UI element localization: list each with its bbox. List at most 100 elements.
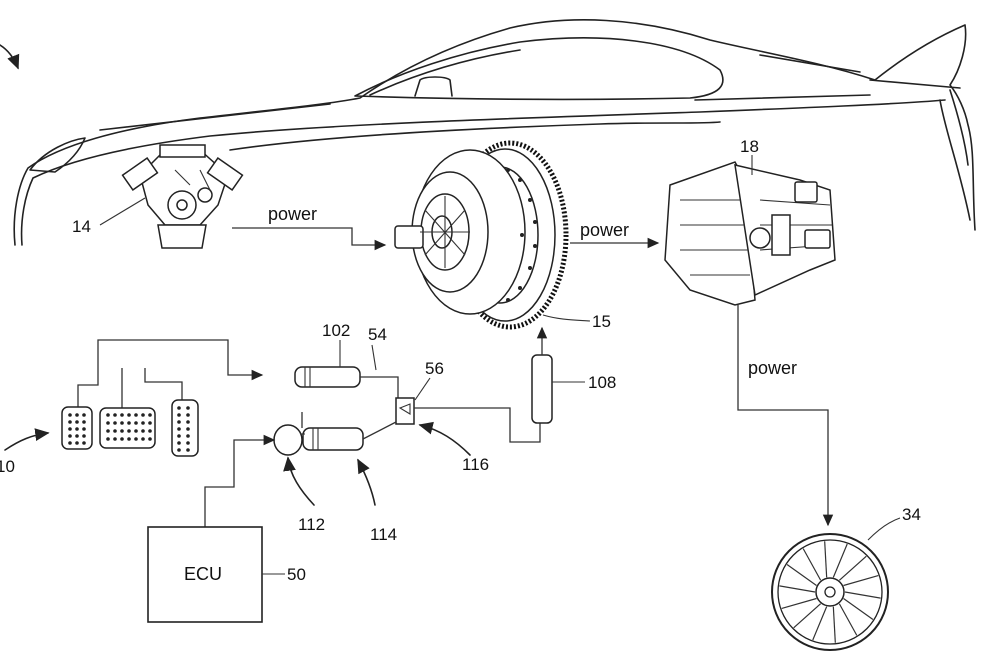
pedal-grip-dot [120, 421, 124, 425]
pedal-grip-dot [186, 448, 190, 452]
line-54-leader [371, 344, 377, 371]
pedal-grip-dot [68, 413, 72, 417]
label-wheel: 34 [902, 505, 921, 524]
pedal-grip-dot [177, 420, 181, 424]
wheel [771, 533, 889, 651]
pedal-grip-dot [177, 413, 181, 417]
pedal-grip-dot [68, 420, 72, 424]
pedal-grip-dot [134, 421, 138, 425]
pedal-grip-dot [82, 413, 86, 417]
power-label-3: power [748, 358, 797, 378]
pedal-grip-dot [186, 434, 190, 438]
pedal-grip-dot [113, 413, 117, 417]
ecu-box [147, 526, 263, 623]
pedal-grip-dot [75, 441, 79, 445]
pedal-grip-dot [106, 421, 110, 425]
slave-cylinder [531, 326, 553, 424]
power-label-2: power [580, 220, 629, 240]
pedal-grip-dot [127, 429, 131, 433]
wheel-spoke [843, 598, 874, 620]
wheel-spoke [786, 564, 817, 586]
pedal-grip-dot [82, 420, 86, 424]
label-clutch: 15 [592, 312, 611, 331]
pedal-grip-dot [75, 434, 79, 438]
master-cylinder [294, 366, 361, 388]
pedal-grip-dot [141, 421, 145, 425]
label-transmission: 18 [740, 137, 759, 156]
label-valve: 56 [425, 359, 444, 378]
pedal-grip-dot [127, 421, 131, 425]
slave-line [414, 407, 541, 443]
pedal-grip-dot [177, 406, 181, 410]
pedal-grip-dot [141, 437, 145, 441]
wheel-spoke [812, 606, 828, 641]
pedal-grip-dot [82, 441, 86, 445]
wheel-spoke [844, 591, 881, 599]
pedal-grip-dot [82, 434, 86, 438]
pedal-grip-dot [148, 413, 152, 417]
pedal-grip-dot [68, 434, 72, 438]
pedal-grip-dot [68, 441, 72, 445]
wheel-spoke [843, 574, 879, 587]
pedal-grip-dot [106, 413, 110, 417]
label-arrow-116: 116 [462, 455, 489, 474]
pedal-grip-dot [106, 429, 110, 433]
ecu-label: ECU [184, 564, 222, 584]
wheel-spoke [779, 585, 816, 593]
pedal-grip-dot [186, 406, 190, 410]
valve [395, 397, 415, 425]
wheel-leader [867, 517, 901, 541]
car-silhouette [13, 19, 976, 246]
pedal-grip-dot [75, 420, 79, 424]
wheel-spoke [832, 543, 848, 578]
pedal-grip-dot [113, 429, 117, 433]
clutch-assembly [394, 140, 569, 330]
label-ref-10: 10 [0, 457, 15, 476]
pedal-grip-dot [186, 427, 190, 431]
label-solenoid: 112 [298, 515, 325, 534]
pedal-grip-dot [120, 413, 124, 417]
pedal-grip-dot [148, 421, 152, 425]
label-ecu-ref: 50 [287, 565, 306, 584]
engine-block [121, 144, 244, 249]
pedal-grip-dot [177, 448, 181, 452]
solenoid [273, 424, 305, 456]
label-engine: 14 [72, 217, 91, 236]
pedal-grip-dot [134, 437, 138, 441]
pedal-grip-dot [177, 434, 181, 438]
label-line-54: 54 [368, 325, 387, 344]
pedal-grip-dot [186, 441, 190, 445]
pedal-grip-dot [148, 437, 152, 441]
pedal-grip-dot [75, 413, 79, 417]
wheel-spoke [802, 548, 822, 581]
ref-arrow-top [0, 44, 20, 70]
label-actuator: 114 [370, 525, 397, 544]
clutch-leader [542, 314, 591, 322]
pedal-grip-dot [134, 413, 138, 417]
pedal-grip-dot [82, 427, 86, 431]
power-arrow-1 [232, 227, 387, 251]
hydraulic-line [360, 376, 399, 398]
pedal-grip-dot [186, 420, 190, 424]
wheel-spoke [838, 603, 858, 636]
pedal-grip-dot [120, 429, 124, 433]
valve-leader [414, 377, 431, 401]
pedal-grip-dot [113, 437, 117, 441]
label-slave-cyl: 108 [588, 373, 616, 392]
pedal-grip-dot [127, 413, 131, 417]
wheel-spoke [793, 603, 822, 629]
pedal-grip-dot [127, 437, 131, 441]
label-master-cyl: 102 [322, 321, 350, 340]
wheel-spoke [832, 606, 836, 643]
arrow-114 [357, 458, 376, 506]
engine-leader [99, 197, 146, 226]
pedal-grip-dot [148, 429, 152, 433]
pedal-grip-dot [141, 413, 145, 417]
wheel-spoke [781, 597, 817, 610]
pedal-grip-dot [68, 427, 72, 431]
transmission [664, 161, 836, 306]
wheel-spoke [838, 555, 867, 581]
pedal-grip-dot [106, 437, 110, 441]
pedal-grip-dot [177, 441, 181, 445]
